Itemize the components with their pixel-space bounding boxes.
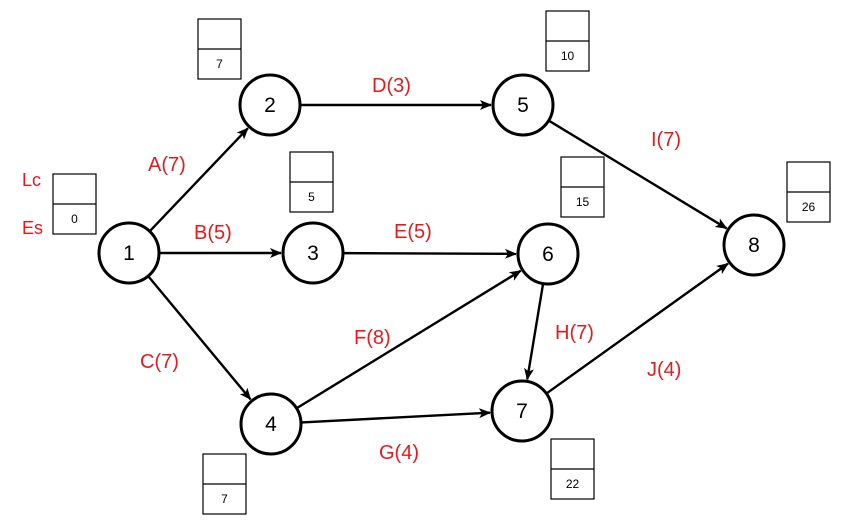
edge-labels-layer: A(7) B(5) C(7) D(3) E(5) F(8) G(4) H(7) I(7) J(4) <box>140 75 681 464</box>
node-label: 6 <box>542 243 554 266</box>
node-8: 8 <box>722 213 786 277</box>
node-6: 6 <box>516 222 580 286</box>
edge-4-6 <box>296 269 522 409</box>
edge-6-7 <box>524 284 545 381</box>
node-7: 7 <box>490 379 554 443</box>
node-2: 2 <box>238 73 302 137</box>
node-label: 7 <box>516 400 528 423</box>
edge-label-4-7: G(4) <box>379 442 419 464</box>
legend-es: Es <box>22 218 43 238</box>
value-box-es: 22 <box>566 477 580 491</box>
edge-5-8 <box>548 120 728 230</box>
node-label: 2 <box>264 94 276 117</box>
edge-label-4-6: F(8) <box>354 327 391 349</box>
node-circle <box>516 222 580 286</box>
node-circle <box>97 221 161 285</box>
value-box-es: 10 <box>561 49 575 63</box>
node-label: 3 <box>307 242 319 265</box>
edge-label-3-6: E(5) <box>394 221 432 243</box>
edge-4-7 <box>301 408 492 424</box>
value-box-node-1: 0 <box>52 173 97 235</box>
edge-label-5-8: I(7) <box>651 129 681 151</box>
value-box-es: 5 <box>308 190 315 204</box>
node-1: 1 <box>97 221 161 285</box>
edge-1-2 <box>149 127 249 232</box>
edge-label-1-3: B(5) <box>194 222 232 244</box>
value-box-es: 26 <box>802 200 816 214</box>
value-box-es: 0 <box>71 212 78 226</box>
value-box-es: 7 <box>216 57 223 71</box>
node-label: 5 <box>517 94 529 117</box>
edge-label-2-5: D(3) <box>372 75 411 97</box>
node-label: 8 <box>748 234 760 257</box>
value-box-node-8: 26 <box>786 161 831 223</box>
node-circle <box>490 379 554 443</box>
value-box-node-2: 7 <box>197 18 242 80</box>
edge-3-6 <box>343 248 518 259</box>
value-box-node-3: 5 <box>289 151 334 213</box>
value-box-es: 15 <box>576 195 590 209</box>
node-circle <box>491 73 555 137</box>
edges-layer <box>147 100 729 424</box>
node-label: 1 <box>123 242 135 265</box>
node-4: 4 <box>239 392 303 456</box>
value-box-node-5: 10 <box>545 10 590 72</box>
value-box-node-4: 7 <box>202 453 247 515</box>
node-label: 4 <box>265 413 277 436</box>
edge-label-6-7: H(7) <box>555 322 594 344</box>
node-circle <box>281 221 345 285</box>
nodes-layer: 1 2 3 4 5 6 7 8 <box>97 73 786 456</box>
edge-label-7-8: J(4) <box>647 359 681 381</box>
edge-label-1-4: C(7) <box>140 351 179 373</box>
value-box-node-6: 15 <box>560 156 605 218</box>
node-5: 5 <box>491 73 555 137</box>
value-box-es: 7 <box>221 492 228 506</box>
edge-7-8 <box>546 262 729 394</box>
edge-label-1-2: A(7) <box>148 154 186 176</box>
node-circle <box>722 213 786 277</box>
node-circle <box>238 73 302 137</box>
edge-1-4 <box>147 276 252 401</box>
node-3: 3 <box>281 221 345 285</box>
node-circle <box>239 392 303 456</box>
value-box-node-7: 22 <box>550 438 595 500</box>
legend-lc: Lc <box>22 170 41 190</box>
